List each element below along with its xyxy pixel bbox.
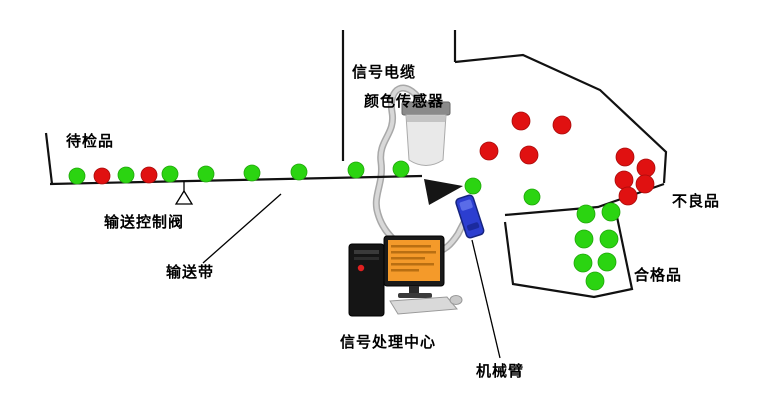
qualified-item bbox=[117, 166, 135, 184]
qualified-item bbox=[576, 204, 596, 224]
left-end-wall bbox=[44, 132, 54, 185]
belt-items bbox=[68, 160, 410, 185]
defective-item bbox=[614, 170, 634, 190]
valve-triangle-icon bbox=[174, 189, 194, 205]
qualified-item bbox=[599, 229, 619, 249]
defective-item bbox=[635, 174, 655, 194]
qualified-item bbox=[464, 177, 482, 195]
defective-items bbox=[479, 111, 656, 206]
qualified-item bbox=[585, 271, 605, 291]
robotic-arm-device bbox=[455, 194, 485, 239]
qualified-item bbox=[347, 161, 365, 179]
defective-item bbox=[479, 141, 499, 161]
label-signal-cable: 信号电缆 bbox=[352, 63, 417, 81]
color-sensor-device bbox=[401, 101, 463, 205]
defective-item bbox=[511, 111, 531, 131]
label-color-sensor: 颜色传感器 bbox=[364, 92, 445, 110]
arm-leader-line bbox=[471, 239, 501, 359]
qualified-items bbox=[573, 202, 621, 291]
label-conveyor-belt: 输送带 bbox=[166, 263, 215, 281]
annotations bbox=[174, 181, 501, 359]
qualified-item bbox=[68, 167, 86, 185]
qualified-item bbox=[243, 164, 261, 182]
qualified-item bbox=[161, 165, 179, 183]
power-button bbox=[357, 264, 365, 272]
computer-tower bbox=[348, 243, 385, 317]
defective-item bbox=[93, 167, 111, 185]
qualified-item bbox=[597, 252, 617, 272]
sensor-beam-wedge bbox=[424, 179, 463, 205]
label-robotic-arm: 机械臂 bbox=[476, 362, 525, 380]
defective-item bbox=[552, 115, 572, 135]
defective-item bbox=[618, 186, 638, 206]
defective-item bbox=[519, 145, 539, 165]
qualified-item bbox=[573, 253, 593, 273]
signal-processing-computer bbox=[348, 235, 463, 317]
defective-item bbox=[140, 166, 158, 184]
belt-leader-line bbox=[202, 193, 282, 264]
label-conveyor-control-valve: 输送控制阀 bbox=[104, 213, 185, 231]
qualified-item bbox=[197, 165, 215, 183]
label-defective-products: 不良品 bbox=[672, 192, 721, 210]
label-signal-processing-center: 信号处理中心 bbox=[340, 333, 437, 351]
qualified-item bbox=[523, 188, 541, 206]
qualified-item bbox=[290, 163, 308, 181]
qualified-bin-wall bbox=[503, 211, 634, 299]
funnel-items bbox=[464, 177, 541, 206]
defective-item bbox=[615, 147, 635, 167]
label-items-to-inspect: 待检品 bbox=[66, 132, 115, 150]
qualified-item bbox=[574, 229, 594, 249]
qualified-item bbox=[392, 160, 410, 178]
label-qualified-products: 合格品 bbox=[634, 266, 683, 284]
sorter-top-wall bbox=[454, 53, 668, 184]
keyboard bbox=[389, 296, 458, 315]
defective-item bbox=[636, 158, 656, 178]
mouse bbox=[449, 295, 463, 305]
qualified-item bbox=[601, 202, 621, 222]
